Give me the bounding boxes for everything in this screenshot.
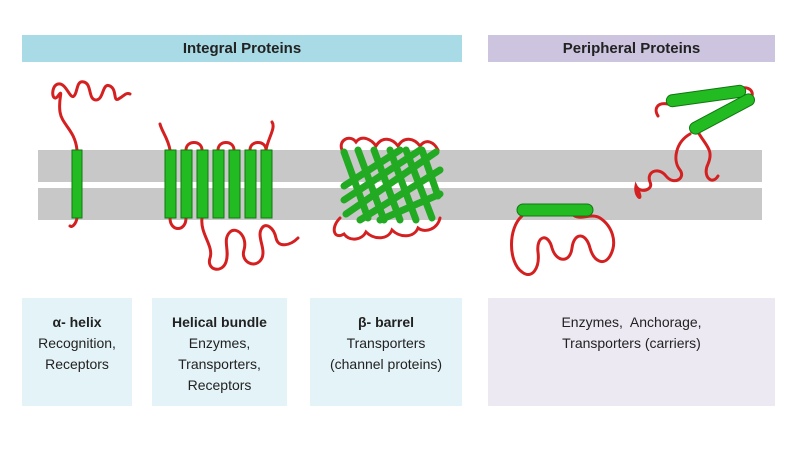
bundle-helix-6: [244, 149, 257, 219]
peripheral-outer-loops: [634, 130, 720, 200]
alpha-helix-line-2: Receptors: [45, 356, 109, 372]
peripheral-outer-helix-2: [689, 93, 755, 135]
bundle-n-terminus: [158, 122, 172, 152]
barrel-strands: [340, 146, 444, 224]
bundle-loop-1: [184, 141, 204, 152]
alpha-helix-protein: [51, 80, 132, 228]
barrel-strand-7: [342, 148, 440, 218]
peripheral-protein-outer: [634, 84, 755, 200]
bundle-helix-7: [260, 149, 273, 219]
peripheral-proteins-title: Peripheral Proteins: [562, 40, 701, 57]
peripheral-proteins-header: Peripheral Proteins: [488, 35, 775, 62]
peripheral-card: Enzymes, Anchorage, Transporters (carrie…: [488, 298, 775, 406]
peripheral-line-1: Enzymes, Anchorage,: [561, 314, 702, 330]
peripheral-line-2: Transporters (carriers): [562, 335, 701, 351]
peripheral-inner-loop: [510, 212, 616, 276]
bundle-helix-1: [164, 149, 177, 219]
barrel-strand-9: [356, 166, 444, 224]
helical-bundle-title: Helical bundle: [172, 314, 267, 330]
beta-barrel-line-2: (channel proteins): [329, 356, 443, 372]
alpha-helix-card: α- helix Recognition, Receptors: [22, 298, 132, 406]
peripheral-protein-inner: [510, 203, 616, 276]
helical-bundle-line-2: Transporters,: [178, 356, 261, 372]
barrel-strand-8: [340, 146, 424, 204]
bundle-loop-3: [248, 120, 275, 152]
bundle-helix-4: [212, 149, 225, 219]
barrel-bottom-loops: [332, 216, 442, 241]
alpha-helix-line-1: Recognition,: [38, 335, 116, 351]
bundle-helices: [164, 149, 273, 219]
beta-barrel-protein: [332, 136, 444, 241]
integral-proteins-title: Integral Proteins: [182, 40, 302, 57]
helical-bundle-line-1: Enzymes,: [188, 335, 251, 351]
barrel-strand-10: [376, 190, 444, 224]
peripheral-inner-helix: [516, 203, 594, 217]
integral-proteins-header: Integral Proteins: [22, 35, 462, 62]
bundle-helix-3: [196, 149, 209, 219]
bundle-helix-5: [228, 149, 241, 219]
barrel-loops: [332, 136, 442, 241]
barrel-top-loops: [339, 136, 440, 152]
peripheral-outer-helix-1: [665, 84, 747, 108]
alpha-extracellular-loop: [51, 80, 132, 152]
helical-bundle-card: Helical bundle Enzymes, Transporters, Re…: [152, 298, 287, 406]
bundle-loop-2: [216, 141, 236, 152]
bundle-helix-2: [180, 149, 193, 219]
helical-bundle-line-3: Receptors: [187, 377, 252, 393]
bundle-loop-4: [168, 216, 188, 230]
helical-bundle-protein: [158, 120, 300, 271]
beta-barrel-line-1: Transporters: [346, 335, 426, 351]
alpha-helix-title: α- helix: [52, 314, 102, 330]
alpha-transmembrane-helix: [71, 149, 83, 219]
barrel-strand-1: [340, 148, 372, 222]
bundle-cytoplasmic-domain: [200, 216, 300, 271]
alpha-cytoplasmic-tail: [68, 216, 79, 228]
beta-barrel-card: β- barrel Transporters (channel proteins…: [310, 298, 462, 406]
beta-barrel-title: β- barrel: [357, 314, 414, 330]
barrel-strand-11: [340, 146, 404, 190]
